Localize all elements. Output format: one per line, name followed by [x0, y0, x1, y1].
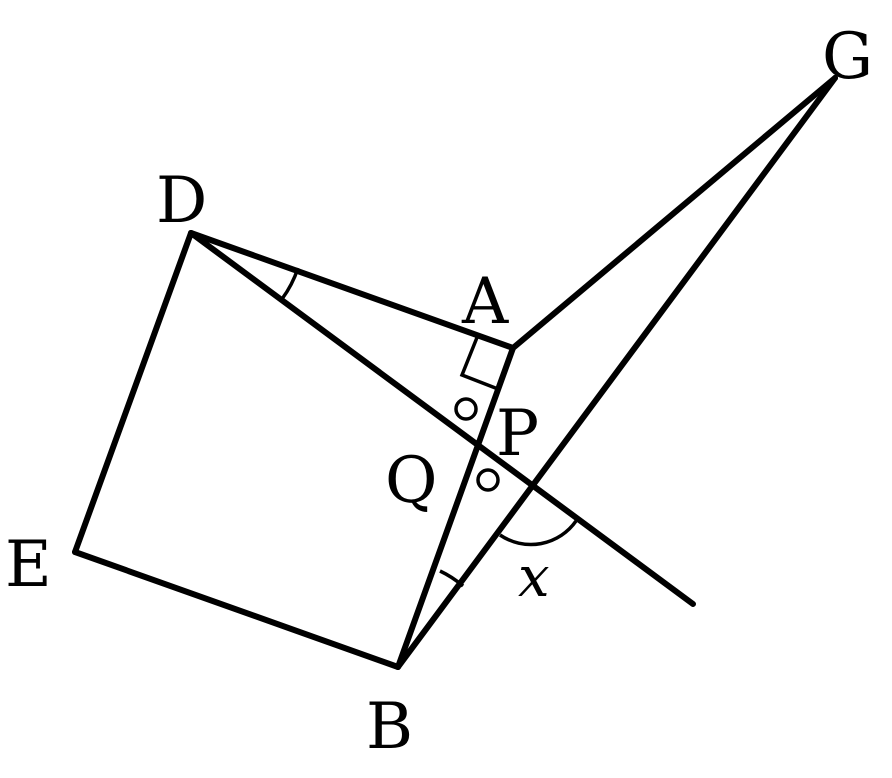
label-E: E	[5, 528, 52, 602]
label-G: G	[822, 20, 873, 94]
angle-circle-marker-lower	[476, 468, 500, 492]
line-D-through-P	[188, 230, 696, 607]
segment-GB	[395, 75, 838, 670]
label-B: B	[366, 690, 413, 764]
label-P: P	[496, 397, 539, 471]
segment-DE	[72, 230, 194, 555]
angle-arc-ADP	[280, 267, 300, 301]
segment-AB	[395, 345, 516, 670]
angle-arc-ABG	[439, 569, 465, 588]
segment-DA	[188, 230, 516, 351]
label-Q: Q	[385, 444, 437, 518]
angle-arc-x	[499, 519, 578, 547]
label-D: D	[156, 164, 207, 238]
angle-circle-marker-upper	[454, 397, 478, 421]
segment-EB	[72, 549, 401, 670]
label-A: A	[461, 265, 509, 339]
right-angle-mark-A	[459, 334, 499, 391]
label-angle-x: x	[518, 545, 550, 610]
segment-AG	[510, 75, 838, 351]
